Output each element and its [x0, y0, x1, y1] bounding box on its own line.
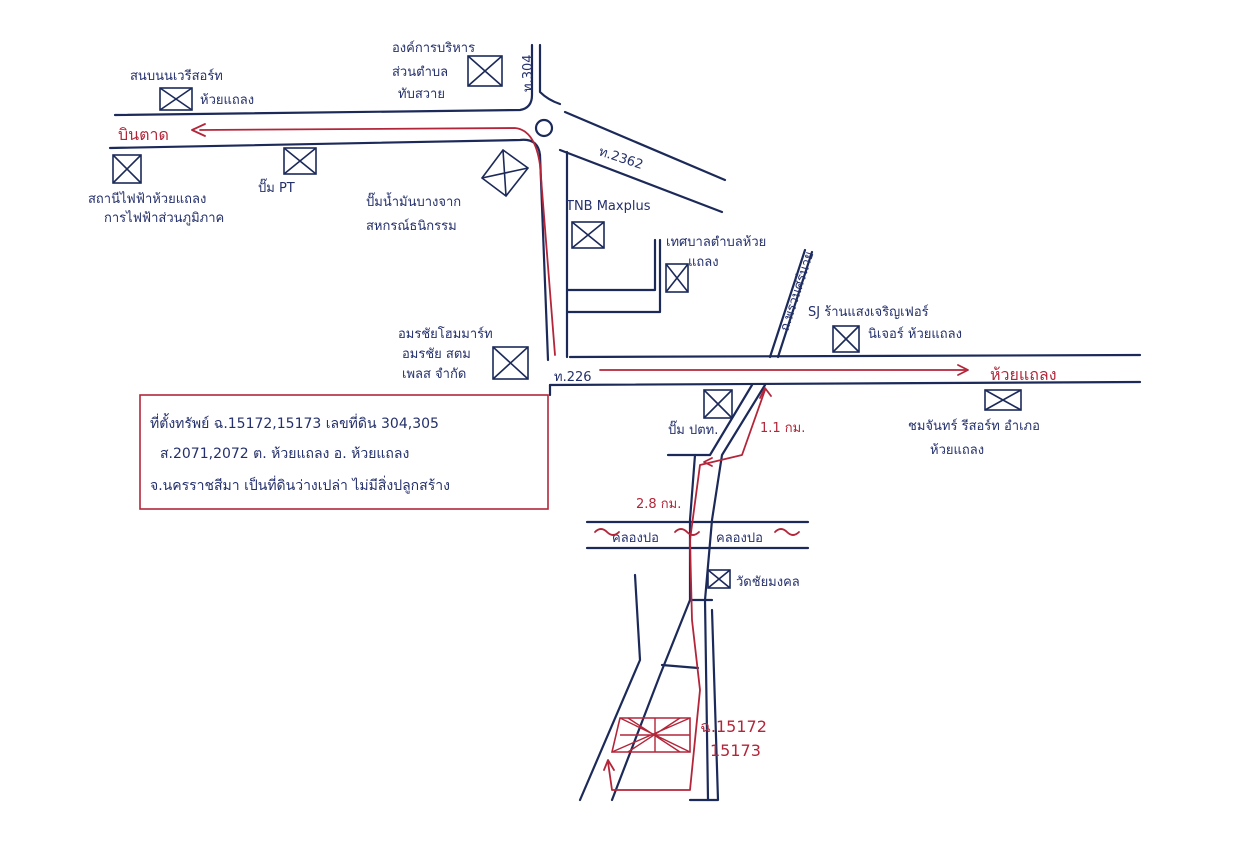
legend-line-3: จ.นครราชสีมา เป็นที่ดินว่างเปล่า ไม่มีสิ… [150, 476, 450, 494]
label-sao-top-sub1: ส่วนตำบล [392, 65, 448, 80]
marker-pt [283, 147, 317, 175]
label-pt: ปั๊ม PT [258, 178, 295, 196]
label-hotel-2: อมรชัย สตม [402, 347, 471, 362]
marker-sao-top [467, 55, 503, 87]
label-temple: วัดชัยมงคล [736, 575, 800, 590]
road-south-right [703, 383, 767, 802]
label-hotel-3: เพลส จำกัด [402, 367, 466, 382]
road-south-lower-left2 [578, 573, 642, 802]
label-plot-1: ฉ.15172 [700, 717, 767, 736]
road-south-lower-right [688, 608, 720, 802]
label-power-1: สถานีไฟฟ้าห้วยแถลง [88, 191, 206, 207]
marker-resort-top [159, 87, 193, 111]
route-arrow-south-2 [603, 759, 615, 771]
label-gas-1: ปั๊มน้ำมันบางจาก [366, 192, 461, 210]
route-arrow-bintad [191, 123, 206, 137]
road-226-upper [568, 353, 1142, 359]
marker-sj [832, 325, 860, 353]
label-bin-tad: บินตาด [118, 125, 169, 144]
label-resort-right-1: ชมจันทร์ รีสอร์ท อำเภอ [908, 418, 1040, 434]
route-to-bintad [199, 127, 556, 356]
road-network [108, 43, 1142, 802]
markers [112, 55, 1022, 753]
marker-resort-right [984, 389, 1022, 411]
label-gas-2: สหกรณ์ธนิกรรม [366, 218, 457, 234]
label-sao-top-sub2: ทับสวาย [398, 87, 445, 102]
label-road-304: ท.304 [521, 54, 536, 92]
marker-hotel [492, 346, 529, 380]
label-sao-top: องค์การบริหาร [392, 40, 475, 56]
label-road-226: ท.226 [554, 370, 592, 385]
road-2362-lower [558, 148, 724, 214]
route-arrow-mid [703, 457, 713, 467]
label-hotel-1: อมรชัยโฮมมาร์ท [398, 326, 493, 342]
marker-temple [707, 569, 731, 589]
label-ptt: ปั๊ม ปตท. [668, 420, 718, 438]
route [191, 123, 969, 791]
road-south-left [688, 383, 754, 602]
marker-ptt [703, 389, 733, 419]
label-sj-1: SJ ร้านแสงเจริญเฟอร์ [808, 304, 929, 320]
marker-tnb [571, 221, 605, 249]
label-resort-right-2: ห้วยแถลง [930, 443, 984, 458]
label-resort-top-sub: ห้วยแถลง [200, 93, 254, 108]
route-arrow-south-1 [759, 387, 772, 399]
route-south [607, 389, 766, 791]
label-huai-thalaeng: ห้วยแถลง [990, 365, 1057, 384]
label-canal-2: คลองปอ [716, 531, 763, 546]
label-sj-2: นิเจอร์ ห้วยแถลง [868, 326, 962, 342]
legend-box: ที่ตั้งทรัพย์ ฉ.15172,15173 เลขที่ดิน 30… [139, 394, 549, 510]
label-dist-1: 1.1 กม. [760, 421, 805, 436]
label-road-2362: ท.2362 [597, 145, 645, 173]
legend-line-2: ส.2071,2072 ต. ห้วยแถลง อ. ห้วยแถลง [160, 446, 409, 462]
road-inner-branch-lower [566, 238, 662, 314]
road-2362-upper [563, 110, 727, 182]
label-tnb: TNB Maxplus [565, 199, 651, 214]
label-plot-2: 15173 [710, 741, 761, 760]
marker-plot [610, 717, 691, 753]
labels: บินตาด สนบนนเวรีสอร์ท ห้วยแถลง องค์การบร… [88, 40, 1057, 760]
label-resort-top: สนบนนเวรีสอร์ท [130, 68, 223, 84]
marker-municipality [665, 263, 689, 293]
legend-frame [139, 394, 549, 510]
marker-power [112, 154, 142, 184]
road-inner-branch-upper [566, 238, 657, 292]
label-power-2: การไฟฟ้าส่วนภูมิภาค [104, 210, 224, 226]
road-side-right [776, 250, 814, 359]
road-side-left [768, 248, 807, 359]
label-municipality-1: เทศบาลตำบลห้วย [666, 235, 766, 250]
roundabout [534, 118, 554, 138]
label-road-side: ถ.พรวนศรีนาย [777, 250, 818, 334]
canal-waves [594, 528, 800, 536]
route-arrow-226 [957, 364, 969, 376]
road-226-lower [548, 380, 1142, 387]
marker-gas [480, 148, 530, 198]
road-304-right-edge [538, 43, 562, 106]
road-south-cross [660, 663, 700, 670]
road-top-upper-edge [113, 43, 534, 117]
legend-line-1: ที่ตั้งทรัพย์ ฉ.15172,15173 เลขที่ดิน 30… [150, 413, 439, 432]
label-municipality-2: แถลง [688, 255, 719, 270]
road-south-lower-left [610, 598, 692, 802]
label-canal-1: คลองปอ [612, 531, 659, 546]
label-dist-2: 2.8 กม. [636, 497, 681, 512]
